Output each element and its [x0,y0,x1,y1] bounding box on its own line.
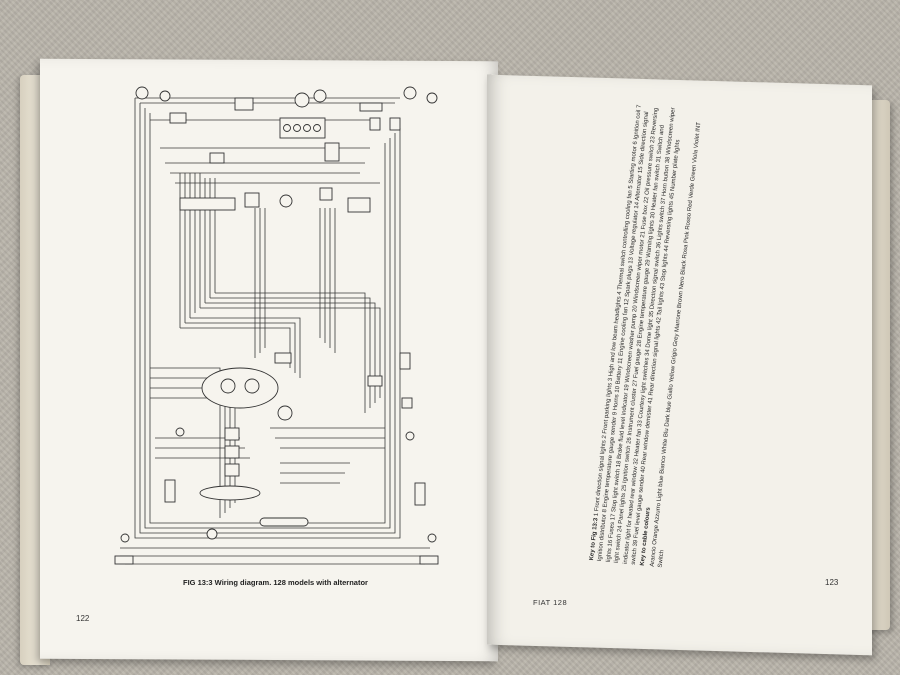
page-number-left: 122 [76,614,90,623]
wiring-diagram [114,86,439,565]
figure-caption: FIG 13:3 Wiring diagram. 128 models with… [183,578,368,587]
page-number-right: 123 [825,578,839,587]
running-head: FIAT 128 [533,598,568,607]
